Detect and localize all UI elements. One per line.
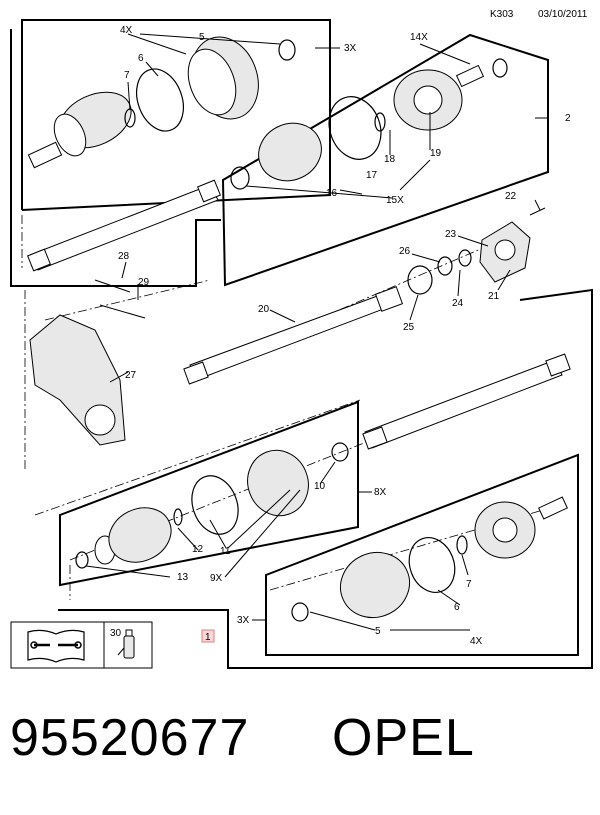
callout-labels: 4X 5 6 7 3X 14X 2 18 19 17 16 15X 22 23 … xyxy=(118,25,571,647)
callout-4x: 4X xyxy=(470,636,483,647)
callout-16: 16 xyxy=(326,188,338,199)
callout-7: 7 xyxy=(124,70,130,81)
callout-11: 11 xyxy=(220,546,231,557)
outer-cv-joint-assembly-lower-left xyxy=(75,442,349,569)
callout-1: 1 xyxy=(205,632,211,643)
callout-26: 26 xyxy=(399,246,411,257)
callout-28: 28 xyxy=(118,251,130,262)
callout-8x: 8X xyxy=(374,487,387,498)
part-number: 95520677 xyxy=(10,709,250,767)
exploded-parts-diagram: 4X 5 6 7 3X 14X 2 18 19 17 16 15X 22 23 … xyxy=(10,19,593,669)
brand-name: OPEL xyxy=(332,709,475,767)
callout-21: 21 xyxy=(488,291,500,302)
callout-15x: 15X xyxy=(386,195,404,206)
reference-code: K303 xyxy=(490,9,514,20)
callout-24: 24 xyxy=(452,298,464,309)
group-frame-upper-left xyxy=(10,29,221,287)
callout-23: 23 xyxy=(445,229,457,240)
callout-14x: 14X xyxy=(410,32,428,43)
callout-27: 27 xyxy=(125,370,137,381)
item-1-marker: 1 xyxy=(201,629,215,643)
grease-tube-icon xyxy=(117,629,135,659)
callout-29: 29 xyxy=(138,277,150,288)
callout-18: 18 xyxy=(384,154,396,165)
callout-25: 25 xyxy=(403,322,415,333)
mounting-bracket xyxy=(29,279,146,446)
intermediate-shaft xyxy=(183,286,404,385)
callout-10: 10 xyxy=(314,481,326,492)
group-frame-lower-left xyxy=(59,400,359,587)
lower-shaft xyxy=(362,353,571,450)
group-frame-lower-outline xyxy=(58,288,593,669)
group-frame-lower-right xyxy=(265,453,579,656)
callout-12: 12 xyxy=(192,544,204,555)
callout-20: 20 xyxy=(258,304,270,315)
callout-9x: 9X xyxy=(210,573,223,584)
outer-cv-joint-assembly-lower-right xyxy=(291,496,568,622)
callout-6: 6 xyxy=(138,53,144,64)
callout-5: 5 xyxy=(199,32,205,43)
callout-7: 7 xyxy=(466,579,472,590)
callout-4x: 4X xyxy=(120,25,133,36)
inner-cv-joint-assembly-right xyxy=(230,58,508,190)
callout-19: 19 xyxy=(430,148,442,159)
outer-cv-joint-assembly-left xyxy=(27,36,296,169)
callout-2: 2 xyxy=(565,113,571,124)
service-manual-icon xyxy=(27,629,85,663)
group-frame-top-left-box xyxy=(21,19,331,211)
callout-22: 22 xyxy=(505,191,517,202)
callout-13: 13 xyxy=(177,572,189,583)
diagram-date: 03/10/2011 xyxy=(538,9,588,20)
callout-leader-lines xyxy=(85,33,548,631)
callout-30: 30 xyxy=(110,628,122,639)
bearing-and-bracket-parts xyxy=(407,207,546,295)
leader-line xyxy=(44,279,211,321)
leader-line xyxy=(34,399,361,516)
callout-3x: 3X xyxy=(344,43,357,54)
upper-shaft xyxy=(27,179,221,272)
group-frame-upper-right xyxy=(221,33,549,287)
callout-17: 17 xyxy=(366,170,378,181)
legend-box: 30 xyxy=(10,621,153,669)
callout-5: 5 xyxy=(375,626,381,637)
callout-3x: 3X xyxy=(237,615,250,626)
callout-6: 6 xyxy=(454,602,460,613)
